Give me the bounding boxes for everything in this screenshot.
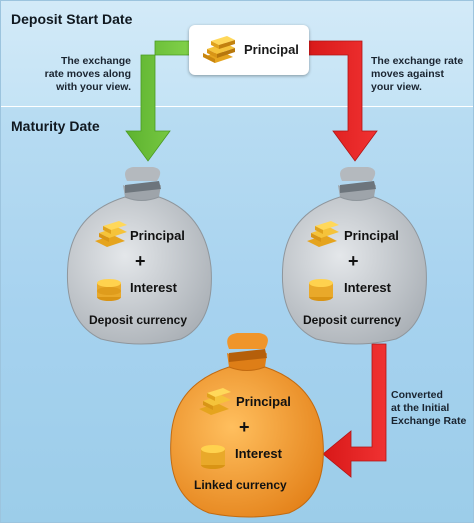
gold-bars-icon xyxy=(203,36,235,63)
bottom-bag-plus: + xyxy=(239,417,250,437)
gold-bars-icon xyxy=(199,388,231,415)
conversion-arrow xyxy=(322,343,387,478)
left-bag-currency: Deposit currency xyxy=(89,313,188,327)
conversion-note-line-1: Converted xyxy=(391,389,443,401)
deposit-start-heading: Deposit Start Date xyxy=(11,11,133,27)
principal-box: Principal xyxy=(189,25,309,75)
against-view-note-line-3: your view. xyxy=(371,81,422,93)
along-view-note-line-3: with your view. xyxy=(56,81,131,93)
along-view-note: The exchange rate moves along with your … xyxy=(33,55,131,94)
left-bag-plus: + xyxy=(135,251,146,271)
along-view-note-line-2: rate moves along xyxy=(44,68,131,80)
bottom-bag-principal: Principal xyxy=(236,394,291,409)
coins-icon xyxy=(309,279,333,301)
coins-icon xyxy=(201,445,225,469)
along-view-note-line-1: The exchange xyxy=(60,55,131,67)
left-bag-interest: Interest xyxy=(130,280,177,295)
gold-bars-icon xyxy=(95,221,127,247)
right-bag-currency: Deposit currency xyxy=(303,313,402,327)
conversion-note-line-3: Exchange Rate xyxy=(391,415,467,427)
bottom-bag-currency: Linked currency xyxy=(194,478,287,492)
along-view-arrow xyxy=(125,40,192,162)
against-view-note-line-2: moves against xyxy=(371,68,444,80)
right-bag-interest: Interest xyxy=(344,280,391,295)
against-view-note-line-1: The exchange rate xyxy=(371,55,464,67)
bottom-bag-interest: Interest xyxy=(235,446,282,461)
left-bag-principal: Principal xyxy=(130,228,185,243)
principal-box-label: Principal xyxy=(244,42,299,57)
coins-icon xyxy=(97,279,121,301)
gold-bars-icon xyxy=(307,221,339,247)
conversion-note: Converted at the Initial Exchange Rate xyxy=(391,389,473,428)
conversion-note-line-2: at the Initial xyxy=(391,402,450,414)
against-view-note: The exchange rate moves against your vie… xyxy=(371,55,471,94)
maturity-heading: Maturity Date xyxy=(11,118,100,134)
right-bag-principal: Principal xyxy=(344,228,399,243)
right-bag-plus: + xyxy=(348,251,359,271)
against-view-arrow xyxy=(306,40,378,162)
